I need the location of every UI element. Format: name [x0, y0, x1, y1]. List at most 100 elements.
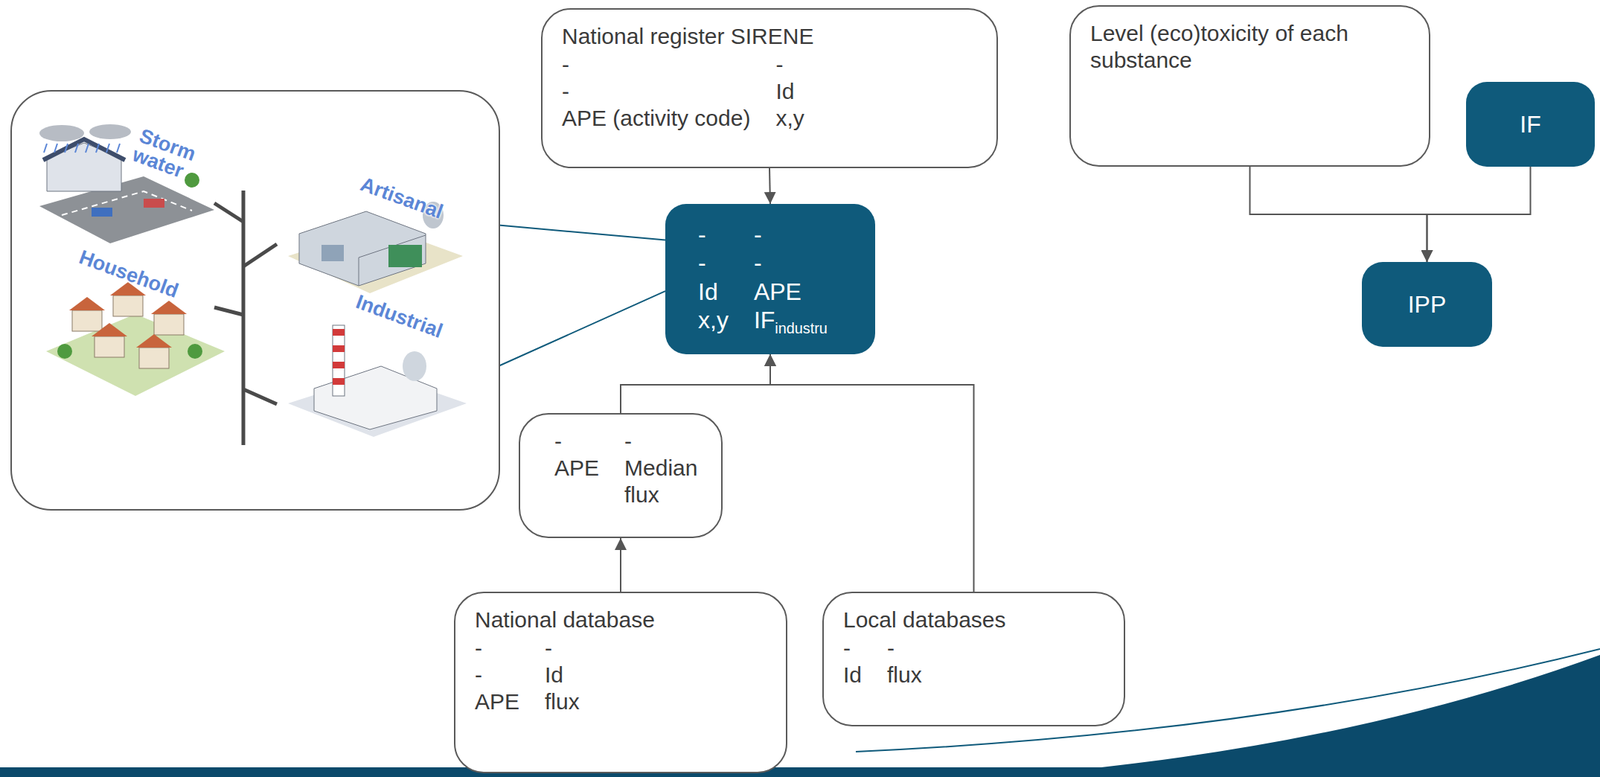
- tree: [184, 172, 200, 188]
- car: [91, 207, 113, 217]
- rain-drop: [106, 143, 110, 153]
- cloud: [39, 125, 85, 142]
- house: [72, 310, 102, 332]
- house: [94, 336, 125, 358]
- roof: [43, 139, 126, 160]
- green-roof: [388, 244, 422, 268]
- subscript: industru: [774, 320, 828, 337]
- box-text: Level (eco)toxicity of each substance: [1090, 20, 1410, 74]
- median-flux-box: --APE Median flux: [518, 413, 723, 539]
- roof: [69, 296, 105, 311]
- door: [321, 244, 344, 262]
- footer-band: [0, 654, 1600, 777]
- ipp-box: IPP: [1361, 261, 1493, 347]
- bullet-item: APE (activity code): [561, 104, 751, 132]
- house: [113, 295, 143, 317]
- sewer-pipe: [241, 190, 246, 446]
- bullet-dash: -: [775, 51, 978, 79]
- bullet-dash: -: [554, 427, 600, 455]
- bullet-dash: -: [698, 220, 729, 249]
- house: [139, 347, 169, 369]
- box-text: IF: [1483, 110, 1577, 139]
- bullet-dash: -: [561, 51, 751, 79]
- bullet-item: Id: [843, 661, 862, 689]
- bullet-item: Id: [775, 78, 978, 105]
- box-text: IPP: [1379, 290, 1475, 319]
- bullet-dash: -: [753, 248, 858, 277]
- flow-arrow: [770, 354, 975, 592]
- bullet-item: IF: [753, 306, 775, 334]
- bullet-item: Id: [698, 277, 729, 306]
- rain-drop: [116, 143, 120, 153]
- road-marking: [61, 191, 192, 216]
- box-heading: National register SIRENE: [561, 23, 978, 50]
- sewer-pipe: [214, 307, 244, 315]
- flow-arrow: [1427, 166, 1531, 262]
- toxicity-box: Level (eco)toxicity of each substance: [1069, 5, 1431, 167]
- industrial-illustration: Industrial: [276, 291, 472, 441]
- rain-drop: [43, 143, 47, 153]
- bullet-item: APE: [474, 688, 520, 716]
- national-database-box: National database---IdAPEflux: [453, 591, 788, 774]
- flow-arrow: [620, 354, 771, 414]
- illustration-label: Industrial: [353, 291, 501, 362]
- workshop: [299, 211, 426, 286]
- merged-data-box: ----IdAPEx,yIFindustru: [665, 203, 876, 355]
- illustration-frame: Storm water ArtisanalHousehold Industrial: [10, 90, 501, 511]
- workshop-edge: [358, 235, 426, 286]
- flow-arrow: [619, 538, 622, 592]
- roof: [151, 300, 187, 315]
- rain-drop: [54, 143, 58, 153]
- if-box: IF: [1466, 81, 1595, 167]
- rain-drop: [64, 143, 68, 153]
- bullet-dash: -: [544, 634, 767, 662]
- chimney-stripe: [332, 361, 345, 369]
- rain-drop: [75, 143, 79, 153]
- bullet-dash: -: [474, 634, 520, 662]
- tree: [57, 343, 73, 359]
- storm-water-illustration: Storm water: [32, 124, 219, 248]
- bullet-item: APE: [554, 454, 600, 509]
- local-databases-box: Local databases--Idflux: [822, 591, 1126, 727]
- sewer-pipe: [243, 244, 277, 267]
- bullet-dash: -: [887, 634, 1105, 662]
- chimney-stripe: [332, 328, 345, 336]
- rain-drop: [96, 143, 99, 153]
- flow-arrow: [769, 168, 771, 204]
- bullet-dash: -: [474, 661, 520, 689]
- bullet-dash: -: [753, 220, 858, 249]
- sewer-pipe: [243, 389, 277, 405]
- flow-arrow: [471, 222, 666, 240]
- cloud: [89, 124, 131, 140]
- register-box: National register SIRENE---IdAPE (activi…: [541, 8, 998, 169]
- flow-arrow: [471, 290, 666, 379]
- bullet-dash: -: [843, 634, 862, 662]
- box-heading: Local databases: [843, 606, 1105, 634]
- bullet-dash: -: [561, 78, 751, 105]
- flow-arrow: [1250, 166, 1428, 262]
- water-tank: [402, 351, 427, 382]
- bullet-item: x,y: [698, 305, 729, 338]
- bullet-dash: -: [624, 427, 702, 455]
- house: [154, 314, 184, 335]
- bullet-item: Id: [544, 661, 767, 689]
- bullet-item: APE: [753, 277, 858, 306]
- box-heading: National database: [474, 606, 767, 634]
- chimney-stripe: [332, 345, 345, 352]
- bullet-item: flux: [544, 688, 767, 716]
- household-illustration: Household: [42, 247, 229, 404]
- sewer-pipe: [214, 203, 244, 222]
- rain-drop: [85, 143, 89, 153]
- car: [143, 198, 165, 208]
- roof: [91, 322, 128, 337]
- roof: [136, 334, 172, 348]
- artisanal-illustration: Artisanal: [276, 174, 472, 303]
- chimney-stripe: [332, 378, 345, 385]
- bullet-item: flux: [887, 661, 1105, 689]
- subscripted-item: IFindustru: [753, 305, 858, 338]
- chimney: [332, 325, 345, 396]
- bullet-item: x,y: [775, 104, 978, 132]
- bullet-dash: -: [698, 248, 729, 277]
- bullet-item: Median flux: [624, 454, 702, 509]
